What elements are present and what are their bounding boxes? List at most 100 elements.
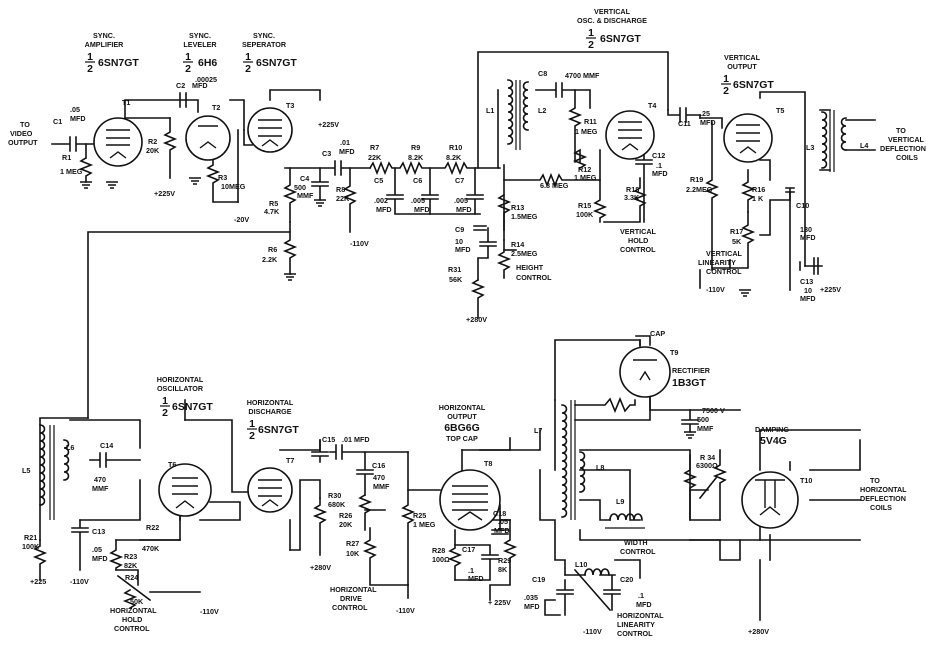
c6v1-label: .005 [411, 196, 425, 205]
tube-label: 6SN7GT [172, 401, 213, 413]
video3-label: OUTPUT [8, 138, 38, 147]
tube-t1 [93, 117, 143, 167]
c13tv2-label: MFD [800, 294, 816, 303]
c16v1-label: 470 [373, 473, 385, 482]
r14-label: R14 [511, 240, 524, 249]
r16v-label: 1 K [752, 194, 764, 203]
hhold3-label: CONTROL [114, 624, 150, 633]
frac-num-label: 1 [723, 73, 729, 85]
coil-l5 [39, 424, 46, 506]
c12-label: C12 [652, 151, 665, 160]
c15-label: C15 [322, 435, 335, 444]
r34-label: R 34 [700, 453, 715, 462]
c16-label: C16 [372, 461, 385, 470]
frac-den-label: 2 [162, 407, 168, 419]
title1-label: SYNC. [189, 31, 211, 40]
c6-label: C6 [413, 176, 422, 185]
hlin1-label: HORIZONTAL [617, 611, 664, 620]
tube-t6 [158, 463, 212, 517]
frac-den-label: 2 [185, 63, 191, 75]
r24v-label: 50K [130, 597, 144, 606]
l2-label: L2 [538, 106, 546, 115]
r8-label: R8 [336, 185, 345, 194]
r24-label: R24 [125, 573, 138, 582]
r3v-label: 10MEG [221, 182, 246, 191]
coil-l6 [63, 439, 70, 481]
title1-label: HORIZONTAL [247, 398, 294, 407]
tube-label: 6SN7GT [258, 424, 299, 436]
l7-label: L7 [534, 426, 542, 435]
r27v-label: 10K [346, 549, 360, 558]
r31v-label: 56K [449, 275, 463, 284]
r18v-label: 3.3K [624, 193, 640, 202]
title2-label: OSCILLATOR [157, 384, 204, 393]
frac-num-label: 1 [245, 51, 251, 63]
l10-label: L10 [575, 560, 587, 569]
p280b-label: +280V [310, 563, 331, 572]
r30-label: R30 [328, 491, 341, 500]
c5v2-label: MFD [376, 205, 392, 214]
capacitor-marks [473, 225, 801, 271]
hhold1-label: HORIZONTAL [110, 606, 157, 615]
frac-den-label: 2 [588, 39, 594, 51]
title1-label: VERTICAL [594, 7, 631, 16]
tube-label: 6H6 [198, 57, 217, 69]
r1-label: R1 [62, 153, 71, 162]
c5v1-label: .002 [374, 196, 388, 205]
c12v2-label: MFD [652, 169, 668, 178]
r13v-label: 1.5MEG [511, 212, 538, 221]
video1-label: TO [20, 120, 30, 129]
frac-den-label: 2 [723, 85, 729, 97]
c4-label: C4 [300, 174, 309, 183]
hlin3-label: CONTROL [617, 629, 653, 638]
p225e-label: + 225V [488, 598, 511, 607]
extra-label: TOP CAP [446, 434, 478, 443]
c500v-label: MMF [697, 424, 714, 433]
p225b-label: +225V [318, 120, 339, 129]
r9v-label: 8.2K [408, 153, 424, 162]
c9-label: C9 [455, 225, 464, 234]
frac-num-label: 1 [87, 51, 93, 63]
c17-label: C17 [462, 545, 475, 554]
tube-t4 [605, 110, 655, 160]
r21-label: R21 [24, 533, 37, 542]
title2-label: OUTPUT [727, 62, 757, 71]
c7v2-label: MFD [456, 205, 472, 214]
width2-label: CONTROL [620, 547, 656, 556]
vlin1-label: VERTICAL [706, 249, 743, 258]
r29-label: R29 [498, 556, 511, 565]
coil-l7 [561, 404, 568, 518]
4-label: T5 [776, 106, 784, 115]
width1-label: WIDTH [624, 538, 648, 547]
tube-label: 6SN7GT [600, 33, 641, 45]
r16-label: R16 [752, 185, 765, 194]
hdef2-label: HORIZONTAL [860, 485, 907, 494]
c3v1-label: .01 [340, 138, 350, 147]
c15v-label: .01 MFD [342, 435, 370, 444]
c19v1-label: .035 [524, 593, 538, 602]
c13bv2-label: MFD [92, 554, 108, 563]
m110c-label: -110V [70, 577, 89, 586]
r5-label: R5 [269, 199, 278, 208]
title2-label: AMPLIFIER [85, 40, 125, 49]
m110e-label: -110V [396, 606, 415, 615]
coil-l3 [821, 111, 828, 169]
r12-label: R12 [578, 165, 591, 174]
title1-label: SYNC. [93, 31, 115, 40]
r22v-label: 470K [142, 544, 160, 553]
c2v-label: MFD [192, 81, 208, 90]
c18v1-label: .05 [498, 517, 508, 526]
r21v-label: 100K [22, 542, 40, 551]
r2-label: R2 [148, 137, 157, 146]
l4-label: L4 [860, 141, 868, 150]
m20-label: -20V [234, 215, 249, 224]
r9-label: R9 [411, 143, 420, 152]
r7-label: R7 [370, 143, 379, 152]
r30v-label: 680K [328, 500, 346, 509]
c3v2-label: MFD [339, 147, 355, 156]
c19-label: C19 [532, 575, 545, 584]
title-label: RECTIFIER [672, 366, 711, 375]
r19-label: R19 [690, 175, 703, 184]
v7500-label: 7500 V [702, 406, 725, 415]
